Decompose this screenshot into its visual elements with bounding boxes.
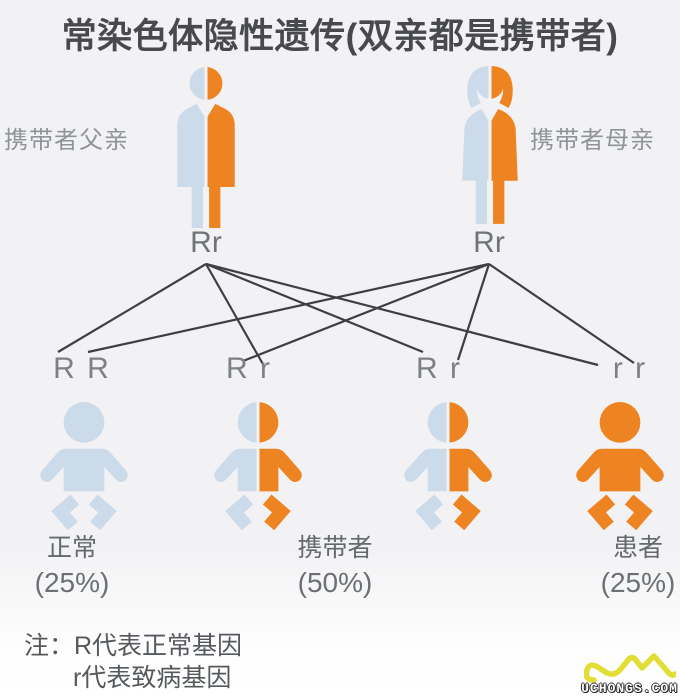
watermark-text: UCHONGS.COM — [581, 681, 678, 696]
watermark-cat-logo-icon — [584, 653, 676, 683]
mother-icon — [462, 66, 518, 224]
child-genotype-affected: r r — [612, 352, 648, 385]
father-icon — [177, 67, 235, 228]
diagram-title: 常染色体隐性遗传(双亲都是携带者) — [61, 17, 619, 56]
watermark: UCHONGS.COM — [572, 647, 678, 697]
child-genotype-carrier-2: R r — [416, 352, 462, 385]
mother-genotype: Rr — [473, 226, 505, 259]
baby-icon-normal — [28, 398, 140, 530]
father-genotype: Rr — [190, 226, 222, 259]
baby-icon-carrier-1 — [202, 398, 314, 530]
legend-note-line2: r代表致病基因 — [73, 664, 232, 692]
legend-note: 注：R代表正常基因 r代表致病基因 — [24, 630, 242, 694]
result-affected: 患者 (25%) — [576, 532, 680, 601]
legend-note-line1: 注：R代表正常基因 — [24, 632, 243, 660]
result-carrier-percent: (50%) — [297, 567, 373, 598]
result-affected-percent: (25%) — [600, 567, 676, 598]
child-genotype-rr-normal: R R — [53, 352, 111, 385]
baby-icon-affected — [564, 398, 676, 530]
result-carrier-label: 携带者 — [297, 534, 373, 562]
father-caption: 携带者父亲 — [4, 127, 129, 154]
mother-caption: 携带者母亲 — [530, 127, 655, 154]
baby-icon-carrier-2 — [392, 398, 504, 530]
child-genotype-carrier-1: R r — [226, 352, 272, 385]
result-affected-label: 患者 — [612, 534, 663, 562]
result-normal: 正常 (25%) — [10, 532, 134, 601]
result-normal-label: 正常 — [46, 534, 97, 562]
result-carrier: 携带者 (50%) — [273, 532, 397, 601]
result-normal-percent: (25%) — [34, 567, 110, 598]
